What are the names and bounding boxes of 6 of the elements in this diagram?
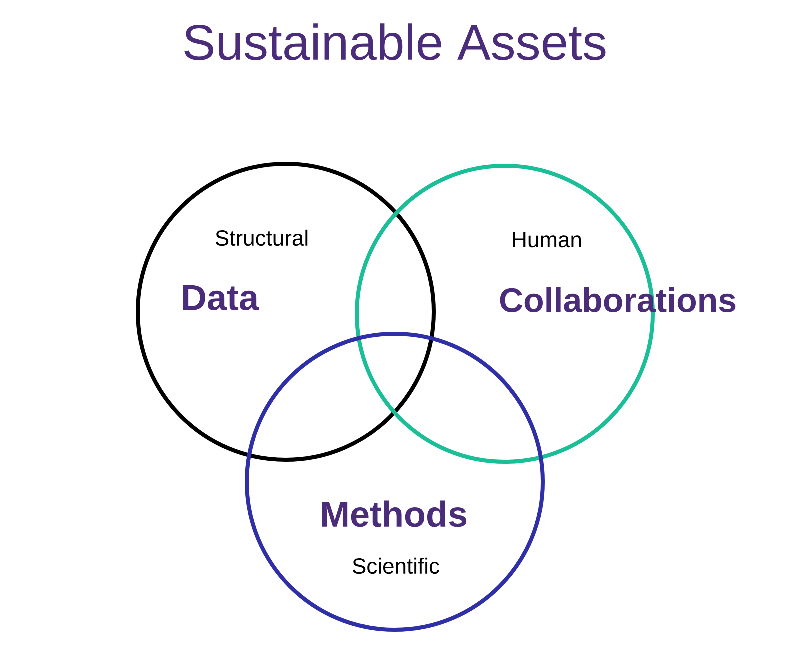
circle-label: Methods	[322, 500, 467, 528]
circle-label: Human	[513, 232, 582, 248]
title: Sustainable Assets	[184, 24, 606, 60]
circle-label: Structural	[216, 230, 308, 246]
circle-label: Scientific	[353, 558, 440, 574]
circle-label: Data	[183, 285, 260, 311]
